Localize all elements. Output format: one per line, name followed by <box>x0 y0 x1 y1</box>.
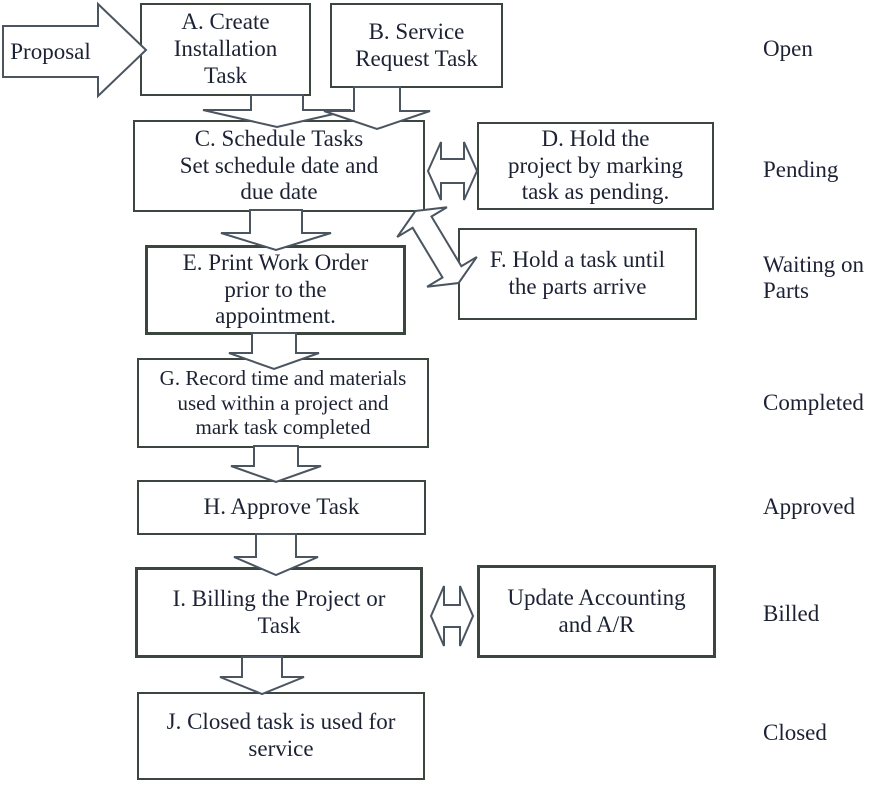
status-label-waiting-on-parts: Waiting on Parts <box>763 252 864 304</box>
arrow-i-to-j-icon <box>219 656 305 696</box>
status-label-open: Open <box>763 36 813 61</box>
status-label-closed: Closed <box>763 720 827 745</box>
box-hold-project-pending: D. Hold the project by marking task as p… <box>477 122 714 210</box>
arrow-g-to-h-icon <box>230 445 322 484</box>
box-record-time-materials: G. Record time and materials used within… <box>137 358 429 448</box>
status-label-approved: Approved <box>763 494 855 519</box>
box-service-request-task: B. Service Request Task <box>330 3 503 88</box>
box-hold-task-parts: F. Hold a task until the parts arrive <box>458 228 697 320</box>
box-print-work-order: E. Print Work Order prior to the appoint… <box>145 245 406 335</box>
status-label-pending: Pending <box>763 157 839 182</box>
arrow-c-d-double-icon <box>426 141 479 201</box>
box-create-installation-task: A. Create Installation Task <box>140 3 311 96</box>
arrow-c-to-e-icon <box>220 209 332 252</box>
box-billing-project: I. Billing the Project or Task <box>135 567 423 658</box>
box-approve-task: H. Approve Task <box>137 480 426 535</box>
status-label-completed: Completed <box>763 390 864 415</box>
box-update-accounting: Update Accounting and A/R <box>477 565 716 658</box>
box-closed-task-service: J. Closed task is used for service <box>137 692 425 780</box>
arrow-i-update-double-icon <box>429 585 475 647</box>
box-schedule-tasks: C. Schedule Tasks Set schedule date and … <box>133 120 425 212</box>
proposal-label: Proposal <box>10 38 91 64</box>
status-label-billed: Billed <box>763 601 820 626</box>
